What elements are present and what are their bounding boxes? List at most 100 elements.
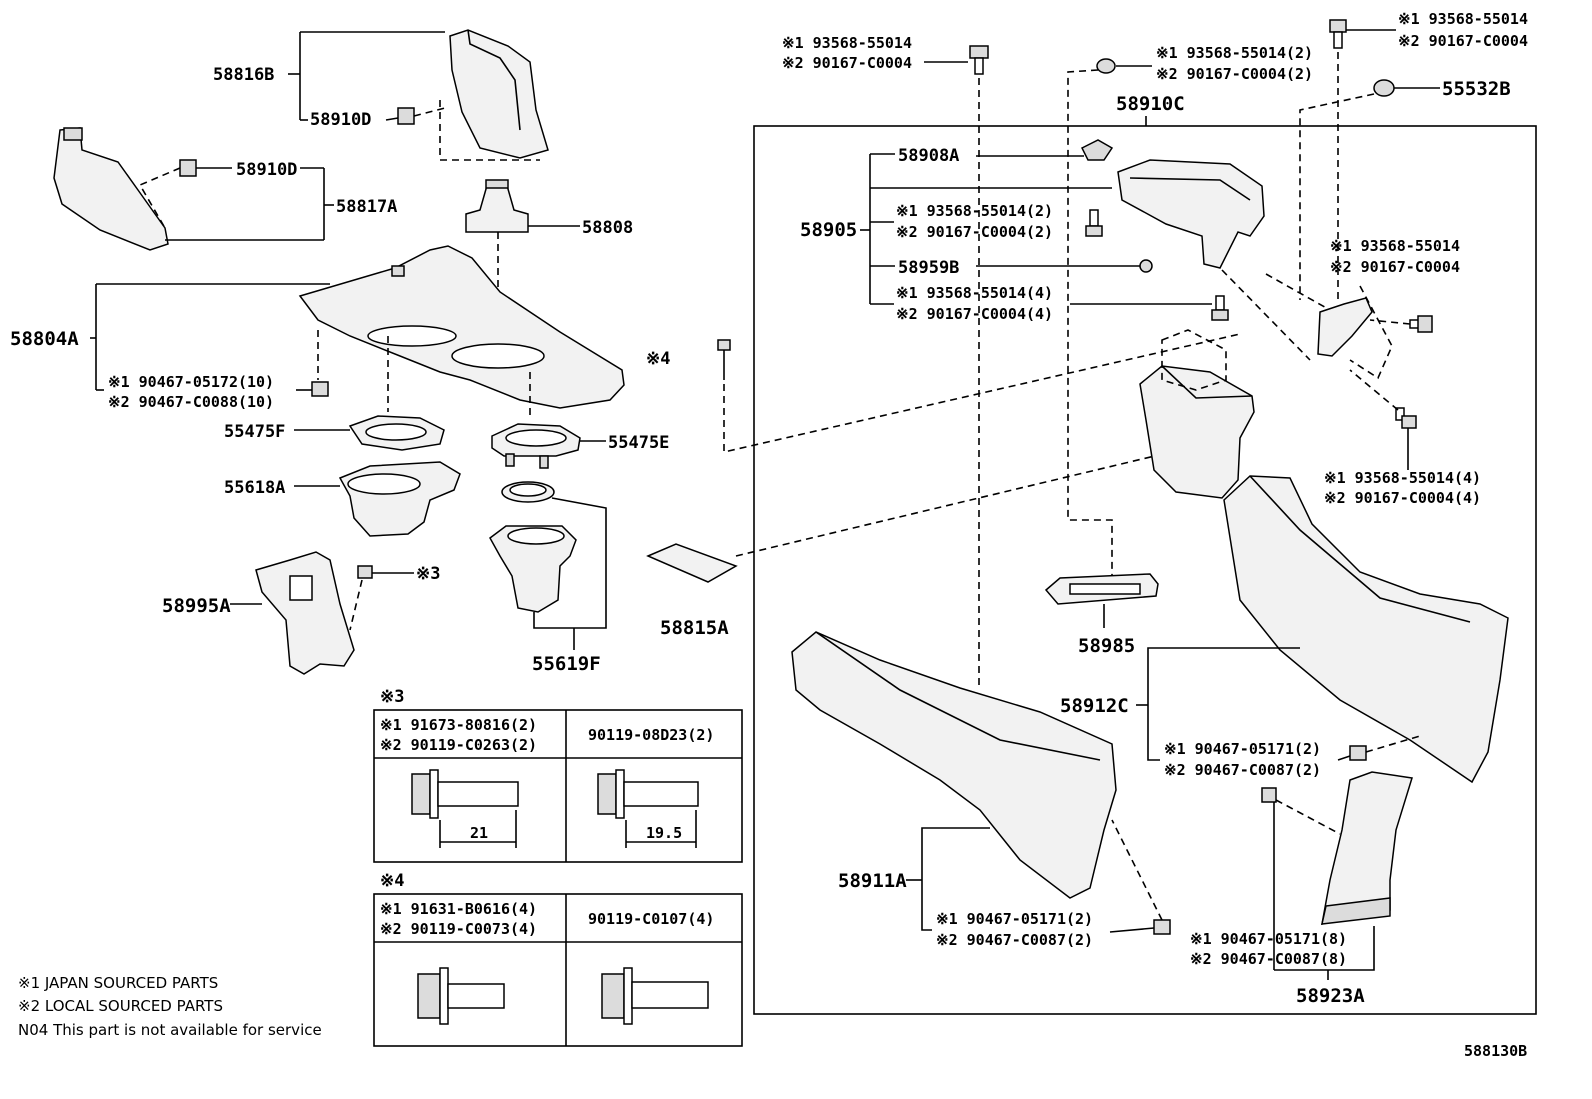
table3-right: 90119-08D23(2) xyxy=(588,726,714,744)
label-58804A-clip-2: ※2 90467-C0088(10) xyxy=(108,393,274,411)
label-g1-2: ※2 90167-C0004(2) xyxy=(896,223,1053,241)
label-58817A: 58817A xyxy=(336,197,397,217)
label-side4-bolt-1: ※1 93568-55014(4) xyxy=(1324,469,1481,487)
legend-line-3: N04 This part is not available for servi… xyxy=(18,1021,322,1039)
label-58923A: 58923A xyxy=(1296,985,1365,1007)
label-mid-bolt-2: ※2 90167-C0004(2) xyxy=(1156,65,1313,83)
label-58804A-clip-1: ※1 90467-05172(10) xyxy=(108,373,274,391)
label-side4-bolt-2: ※2 90167-C0004(4) xyxy=(1324,489,1481,507)
bolt-g1-icon xyxy=(1085,209,1103,237)
part-58959B-shape xyxy=(1139,259,1153,273)
label-ref4: ※4 xyxy=(646,349,670,369)
table3-left-1: ※1 91673-80816(2) xyxy=(380,716,537,734)
bolt-side4-icon xyxy=(1395,407,1417,429)
label-55619F: 55619F xyxy=(532,653,601,675)
part-58908A-shape xyxy=(1080,139,1114,161)
part-58912C-shape xyxy=(1223,475,1509,784)
label-58959B: 58959B xyxy=(898,258,959,278)
label-side-bolt-1: ※1 93568-55014 xyxy=(1330,237,1460,255)
bolt-91631-icon xyxy=(417,967,505,1025)
label-58910D-a: 58910D xyxy=(310,110,371,130)
part-58817A-shape xyxy=(53,127,169,251)
box-58910C xyxy=(753,125,1537,1015)
bolt-top-center-icon xyxy=(969,45,989,75)
label-58908A: 58908A xyxy=(898,146,959,166)
bolt-91673-icon xyxy=(411,769,519,819)
part-58808-shape xyxy=(465,179,529,233)
part-58815A-shape xyxy=(646,543,738,583)
part-58804A-shape xyxy=(298,245,625,409)
bolt-ref4 xyxy=(717,339,731,351)
label-58816B: 58816B xyxy=(213,65,274,85)
bolt-right-top-icon xyxy=(1329,19,1347,49)
label-g2-1: ※1 93568-55014(4) xyxy=(896,284,1053,302)
label-58911A-clip-2: ※2 90467-C0087(2) xyxy=(936,931,1093,949)
part-58816B-shape xyxy=(449,29,549,159)
table4-left-1: ※1 91631-B0616(4) xyxy=(380,900,537,918)
bolt-g2-icon xyxy=(1211,295,1229,321)
bolt-90119-C0107-icon xyxy=(601,967,709,1025)
label-right-bolt-1: ※1 93568-55014 xyxy=(1398,10,1528,28)
part-side-bracket-shape xyxy=(1317,297,1373,357)
part-58985-shape xyxy=(1044,573,1159,605)
label-right-bolt-2: ※2 90167-C0004 xyxy=(1398,32,1528,50)
clip-58911A xyxy=(1153,919,1171,935)
label-58923A-clip-1: ※1 90467-05171(8) xyxy=(1190,930,1347,948)
label-55532B: 55532B xyxy=(1442,78,1511,100)
part-58911A-shape xyxy=(791,631,1117,899)
part-55618A-shape xyxy=(338,461,461,537)
clip-58910D-a xyxy=(397,107,415,125)
label-58910D-b: 58910D xyxy=(236,160,297,180)
legend-line-2: ※2 LOCAL SOURCED PARTS xyxy=(18,997,223,1015)
label-side-bolt-2: ※2 90167-C0004 xyxy=(1330,258,1460,276)
label-58910C: 58910C xyxy=(1116,93,1185,115)
label-ref3: ※3 xyxy=(416,564,440,584)
label-58912C-clip-1: ※1 90467-05171(2) xyxy=(1164,740,1321,758)
label-top-bolt-1: ※1 93568-55014 xyxy=(782,34,912,52)
clip-58910D-b xyxy=(179,159,197,177)
part-storage-box-shape xyxy=(1139,365,1255,499)
cap-55532B xyxy=(1373,79,1395,97)
legend-line-1: ※1 JAPAN SOURCED PARTS xyxy=(18,974,218,992)
table4-right: 90119-C0107(4) xyxy=(588,910,714,928)
bolt-mid-icon xyxy=(1096,58,1116,74)
label-58912C: 58912C xyxy=(1060,695,1129,717)
label-58995A: 58995A xyxy=(162,595,231,617)
part-58995A-shape xyxy=(255,551,355,675)
table3-box xyxy=(373,709,743,863)
bolt-ref3 xyxy=(357,565,373,579)
label-55475E: 55475E xyxy=(608,433,669,453)
label-58815A: 58815A xyxy=(660,617,729,639)
label-55475F: 55475F xyxy=(224,422,285,442)
table3-title: ※3 xyxy=(380,687,404,707)
diagram-code: 588130B xyxy=(1464,1042,1527,1060)
clip-58804A xyxy=(311,381,329,397)
label-58911A-clip-1: ※1 90467-05171(2) xyxy=(936,910,1093,928)
label-top-bolt-2: ※2 90167-C0004 xyxy=(782,54,912,72)
label-g2-2: ※2 90167-C0004(4) xyxy=(896,305,1053,323)
clip-58912C xyxy=(1349,745,1367,761)
table3-dim-right: 19.5 xyxy=(646,824,682,842)
label-58804A: 58804A xyxy=(10,328,79,350)
table3-left-2: ※2 90119-C0263(2) xyxy=(380,736,537,754)
part-55619F-shape xyxy=(489,481,577,613)
label-58923A-clip-2: ※2 90467-C0087(8) xyxy=(1190,950,1347,968)
table3-dim-left: 21 xyxy=(470,824,488,842)
label-58912C-clip-2: ※2 90467-C0087(2) xyxy=(1164,761,1321,779)
table4-left-2: ※2 90119-C0073(4) xyxy=(380,920,537,938)
part-58923A-shape xyxy=(1321,771,1413,925)
table4-title: ※4 xyxy=(380,871,404,891)
label-g1-1: ※1 93568-55014(2) xyxy=(896,202,1053,220)
label-55618A: 55618A xyxy=(224,478,285,498)
part-55475F-shape xyxy=(348,415,445,451)
part-55475E-shape xyxy=(491,423,581,469)
bolt-side-icon xyxy=(1409,315,1433,333)
label-mid-bolt-1: ※1 93568-55014(2) xyxy=(1156,44,1313,62)
clip-58923A xyxy=(1261,787,1277,803)
label-58808: 58808 xyxy=(582,218,633,238)
part-armrest-lid-shape xyxy=(1117,159,1265,269)
bolt-90119-08D23-icon xyxy=(597,769,699,819)
label-58905: 58905 xyxy=(800,219,857,241)
